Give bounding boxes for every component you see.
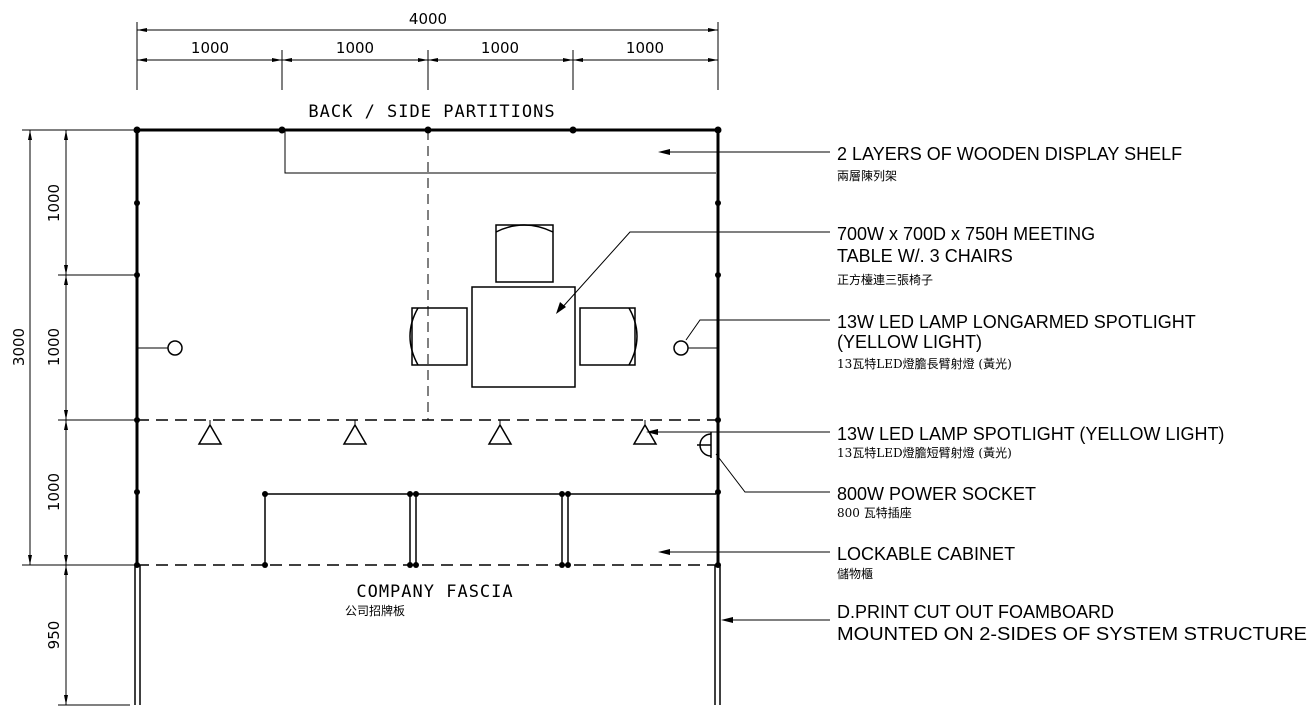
- label-display-shelf: 2 LAYERS OF WOODEN DISPLAY SHELF: [837, 144, 1182, 164]
- company-fascia-label-cn: 公司招牌板: [345, 604, 405, 618]
- label-power-socket: 800W POWER SOCKET: [837, 484, 1036, 504]
- meeting-table: [471, 286, 576, 388]
- foamboard-legs: [134, 565, 721, 705]
- label-meeting-table-cn: 正方檯連三張椅子: [837, 272, 933, 287]
- leader-lines: [556, 149, 830, 623]
- label-spotlight: 13W LED LAMP SPOTLIGHT (YELLOW LIGHT): [837, 424, 1224, 444]
- chair-left: [409, 307, 468, 366]
- left-dimension-4: 950: [45, 621, 63, 650]
- top-dimension-4: 1000: [626, 39, 664, 57]
- label-foamboard-line1: D.PRINT CUT OUT FOAMBOARD: [837, 602, 1114, 622]
- company-fascia-label: COMPANY FASCIA: [356, 582, 513, 602]
- back-partitions-label: BACK / SIDE PARTITIONS: [308, 102, 555, 122]
- top-dimension-3: 1000: [481, 39, 519, 57]
- label-longarm-spotlight-line1: 13W LED LAMP LONGARMED SPOTLIGHT: [837, 312, 1196, 332]
- label-foamboard-line2: MOUNTED ON 2-SIDES OF SYSTEM STRUCTURE: [837, 624, 1307, 644]
- left-dimension-3: 1000: [45, 473, 63, 511]
- label-longarm-spotlight-cn: 13瓦特LED燈膽長臂射燈 (黃光): [837, 356, 1012, 371]
- longarm-spotlight-right: [673, 340, 718, 356]
- top-dimension-1: 1000: [191, 39, 229, 57]
- left-dimension-2: 1000: [45, 328, 63, 366]
- label-power-socket-cn: 800 瓦特插座: [837, 505, 912, 520]
- spotlights: [197, 420, 658, 445]
- top-total-dimension: 4000: [409, 10, 447, 28]
- label-display-shelf-cn: 兩層陳列架: [837, 169, 897, 183]
- left-total-dimension: 3000: [10, 328, 28, 366]
- left-dimension-1: 1000: [45, 184, 63, 222]
- lockable-cabinet: [262, 491, 716, 568]
- label-lockable-cabinet: LOCKABLE CABINET: [837, 544, 1015, 564]
- power-socket-icon: [697, 432, 712, 458]
- label-meeting-table-line2: TABLE W/. 3 CHAIRS: [837, 246, 1013, 266]
- wooden-display-shelf: [284, 130, 716, 174]
- label-spotlight-cn: 13瓦特LED燈膽短臂射燈 (黃光): [837, 445, 1012, 460]
- top-dimension-2: 1000: [336, 39, 374, 57]
- label-longarm-spotlight-line2: (YELLOW LIGHT): [837, 332, 982, 352]
- label-lockable-cabinet-cn: 儲物櫃: [837, 567, 873, 581]
- label-meeting-table-line1: 700W x 700D x 750H MEETING: [837, 224, 1095, 244]
- longarm-spotlight-left: [137, 340, 183, 356]
- structure-nodes: [133, 126, 722, 568]
- chair-right: [579, 307, 638, 366]
- left-dimension-lines: [22, 129, 137, 706]
- top-dimension-lines: [136, 22, 719, 90]
- chair-top: [495, 224, 554, 283]
